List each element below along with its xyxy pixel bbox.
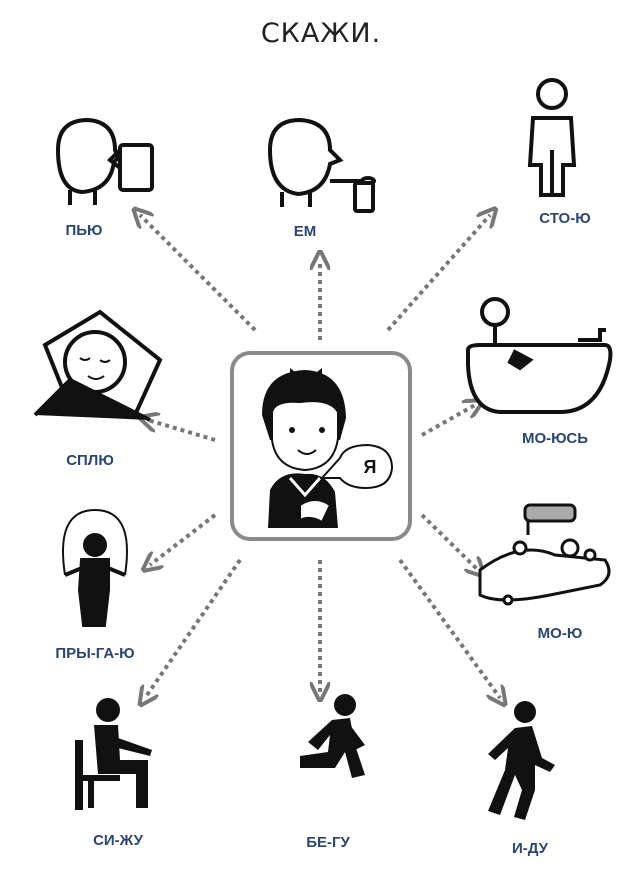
arrow-to-sleep — [148, 420, 216, 442]
arrow-to-stand — [386, 215, 490, 332]
walk-icon — [488, 701, 555, 820]
wash-hands-icon — [478, 503, 611, 606]
arrow-to-jump — [150, 513, 217, 565]
eat-icon — [267, 117, 376, 213]
label-jump: ПРЫ-ГА-Ю — [55, 645, 135, 662]
label-drink: ПЬЮ — [65, 222, 103, 239]
arrow-to-sit — [145, 558, 242, 698]
arrow-to-bath — [421, 405, 475, 437]
arrows — [140, 215, 500, 698]
label-sleep: СПЛЮ — [66, 452, 114, 469]
sleep-icon — [33, 309, 163, 422]
bath-icon — [466, 297, 613, 414]
arrow-to-wash — [420, 513, 478, 570]
drink-icon — [55, 117, 154, 205]
label-bath: МО-ЮСЬ — [521, 430, 589, 447]
me-bubble-text: Я — [364, 457, 377, 477]
sit-icon — [75, 698, 152, 810]
label-wash: МО-Ю — [537, 625, 583, 642]
label-eat: ЕМ — [293, 223, 317, 240]
label-walk: И-ДУ — [512, 840, 548, 857]
stand-icon — [527, 78, 577, 197]
page-title: СКАЖИ. — [260, 18, 382, 49]
girl-me-icon — [230, 351, 412, 541]
jump-rope-icon — [62, 508, 128, 627]
label-stand: СТО-Ю — [539, 210, 591, 227]
arrow-to-drink — [140, 215, 257, 332]
label-run: БЕ-ГУ — [306, 834, 350, 851]
label-sit: СИ-ЖУ — [93, 832, 143, 849]
run-icon — [300, 694, 365, 778]
